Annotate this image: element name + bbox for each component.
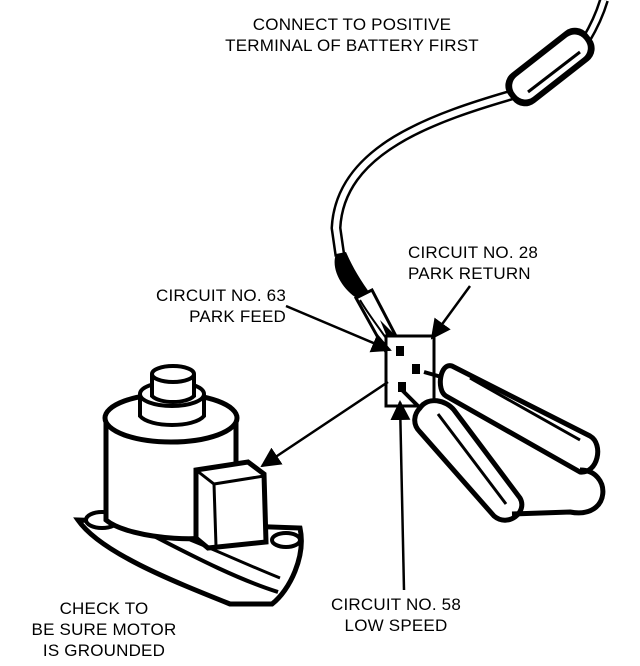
arrow-low-speed xyxy=(390,400,411,591)
circuit-28-label: CIRCUIT NO. 28 PARK RETURN xyxy=(408,242,538,284)
circuit-63-number: CIRCUIT NO. 63 xyxy=(155,286,286,305)
arrow-park-return xyxy=(430,285,472,340)
battery-clip-boot xyxy=(505,27,595,107)
circuit-58-number: CIRCUIT NO. 58 xyxy=(330,595,461,614)
circuit-58-function: LOW SPEED xyxy=(344,616,448,635)
circuit-28-number: CIRCUIT NO. 28 xyxy=(408,243,539,262)
probe-jumper-wire xyxy=(511,467,606,517)
ground-label-line2: BE SURE MOTOR xyxy=(31,620,177,639)
probe-lower xyxy=(400,388,525,523)
circuit-28-function: PARK RETURN xyxy=(408,264,531,283)
battery-label-line1: CONNECT TO POSITIVE xyxy=(252,15,452,34)
circuit-58-label: CIRCUIT NO. 58 LOW SPEED xyxy=(306,594,486,636)
ground-label-line3: IS GROUNDED xyxy=(42,641,166,660)
arrow-park-feed xyxy=(285,304,392,353)
circuit-63-function: PARK FEED xyxy=(189,307,286,326)
ground-label-line1: CHECK TO xyxy=(59,599,149,618)
wiper-motor xyxy=(73,364,304,607)
arrow-motor-connector xyxy=(260,380,389,468)
battery-label-line2: TERMINAL OF BATTERY FIRST xyxy=(225,36,479,55)
leader-arrows xyxy=(260,285,472,591)
battery-connection-label: CONNECT TO POSITIVE TERMINAL OF BATTERY … xyxy=(202,14,502,56)
ground-check-label: CHECK TO BE SURE MOTOR IS GROUNDED xyxy=(6,598,202,661)
circuit-63-label: CIRCUIT NO. 63 PARK FEED xyxy=(110,285,286,327)
